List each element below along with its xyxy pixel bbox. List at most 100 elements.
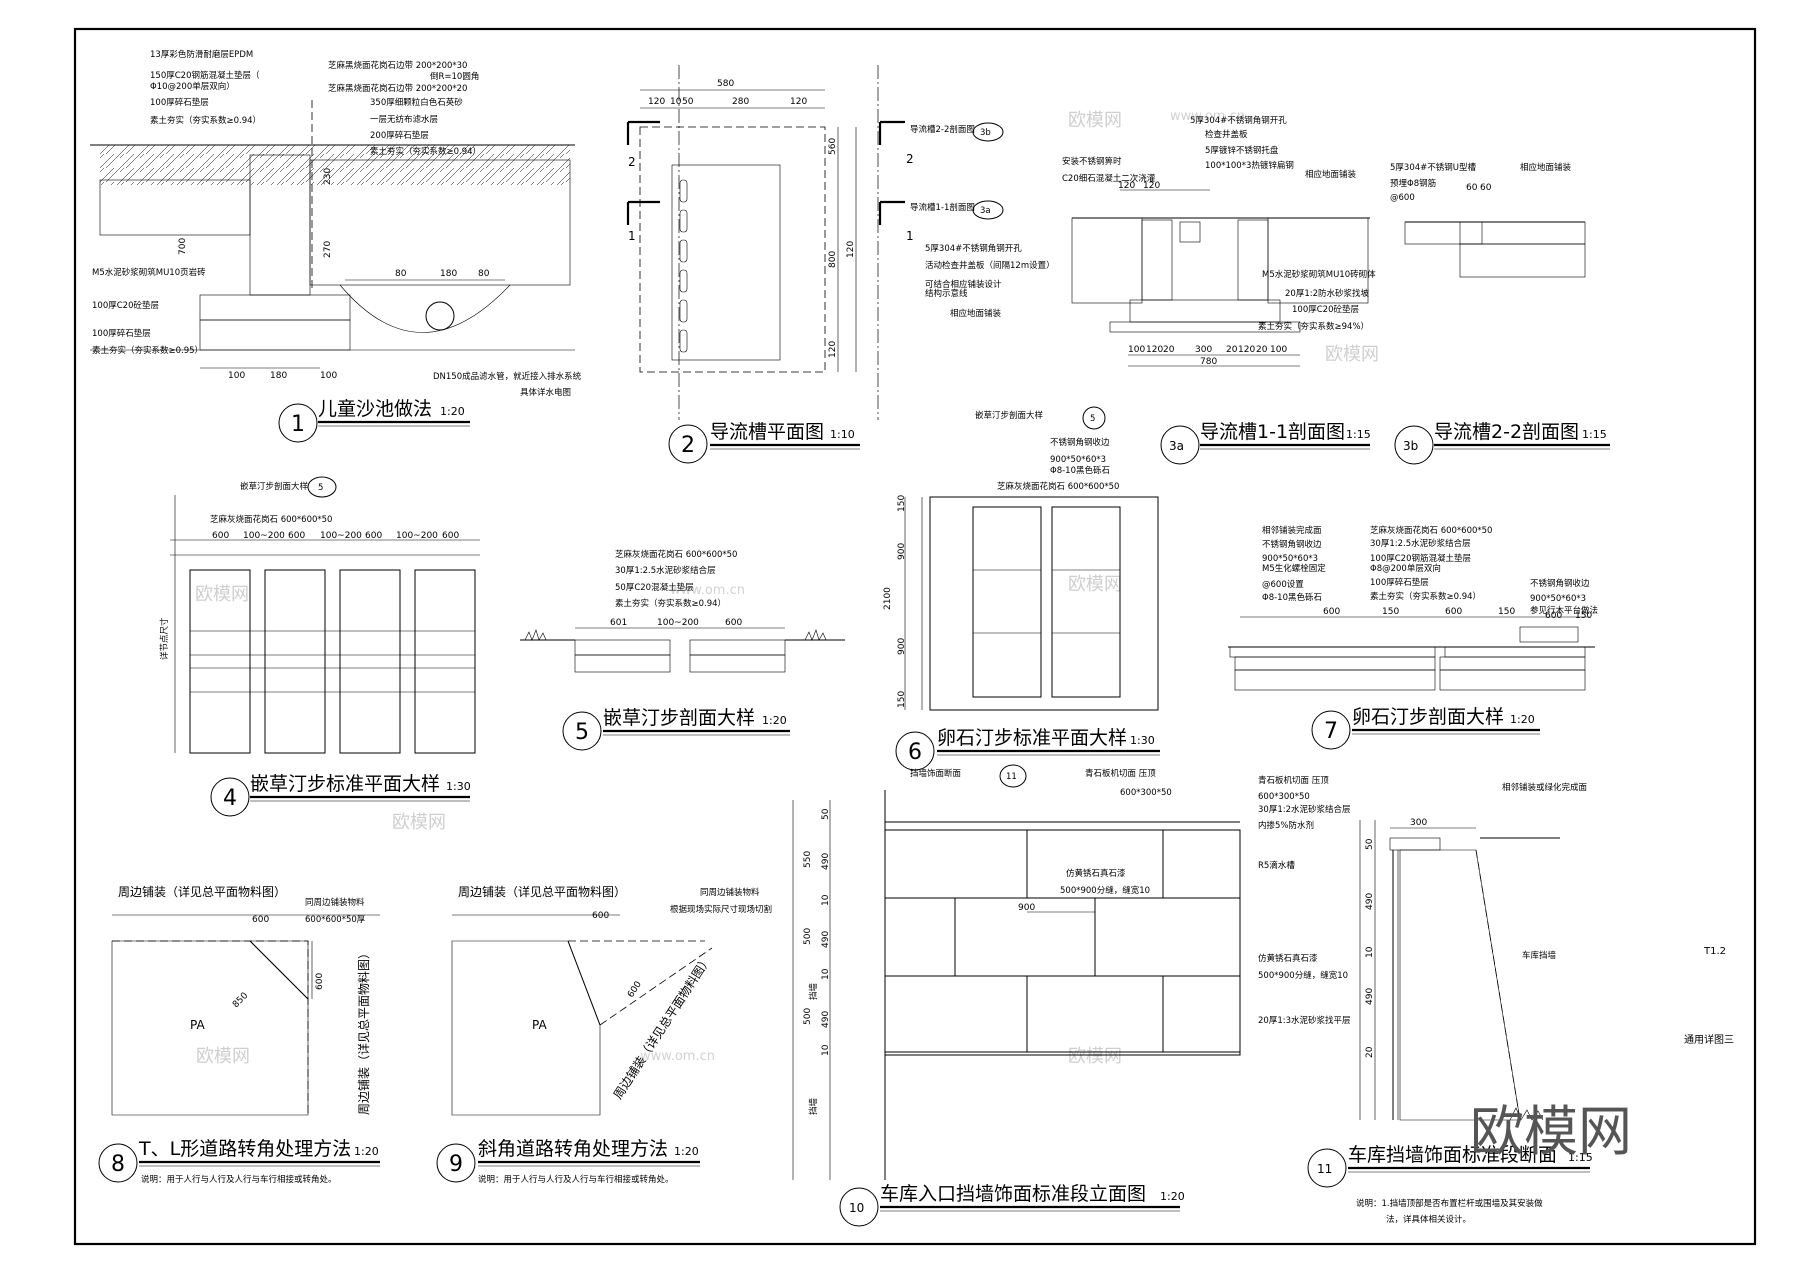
drawing-scale: 1:15 [1346,428,1371,441]
dimension: 120 [828,341,838,358]
drawing-1-sandpit: 13厚彩色防滑耐磨层EPDM 150厚C20钢筋混凝土垫层（ Φ10@200单层… [90,49,582,443]
annotation: Φ8-10黑色砾石 [1262,592,1322,603]
annotation: 周边铺装（详见总平面物料图） [458,884,626,899]
dimension: 120 [1143,181,1160,191]
dimension: 490 [1365,893,1375,910]
annotation: @600 [1390,193,1415,203]
drawing-6-title-block: 6 卵石汀步标准平面大样 1:30 [895,727,1160,771]
dimension: 600 [442,531,459,541]
dimension: 120 [790,97,807,107]
watermark-layer: 欧模网 www.om.cn 欧模网 欧模网 www.om.cn 欧模网 欧模网 … [195,109,1379,1067]
dimension: 601 [610,618,627,628]
drawing-scale: 1:10 [830,428,855,441]
annotation: 600*300*50 [1258,792,1310,802]
annotation: 可结合相应铺装设计 [925,279,1002,290]
drawing-title: 嵌草汀步标准平面大样 [250,773,440,795]
annotation: 芝麻灰烧面花岗石 600*600*50 [1370,525,1492,536]
watermark-url: www.om.cn [1170,109,1245,124]
drawing-title: 导流槽平面图 [710,421,824,443]
annotation: 20厚1:3水泥砂浆找平层 [1258,1015,1351,1026]
annotation: 周边铺装（详见总平面物料图） [118,884,286,899]
drawing-6-pebble-stepping-plan: 嵌草汀步剖面大样 5 不锈钢角钢收边 900*50*60*3 Φ8-10黑色砾石… [883,406,1160,771]
annotation: 内掺5%防水剂 [1258,820,1314,831]
dimension: 600 [212,531,229,541]
drawing-5-title-block: 5 嵌草汀步剖面大样 1:20 [562,707,790,751]
drawing-1-title-block: 1 儿童沙池做法 1:20 [278,398,470,443]
dimension: 50 [1365,838,1375,850]
dimension: 10 [821,894,831,906]
annotation: 500*900分缝，缝宽10 [1060,885,1150,896]
drawing-title: 车库入口挡墙饰面标准段立面图 [880,1183,1146,1205]
dimension: 20 [1365,1046,1375,1058]
annotation: 100厚C20砼垫层 [1292,304,1359,315]
drawing-title: T、L形道路转角处理方法 [138,1138,351,1160]
watermark-text: 欧模网 [1325,344,1379,365]
drawing-5-grass-stepping-section: 芝麻灰烧面花岗石 600*600*50 30厚1:2.5水泥砂浆结合层 50厚C… [520,549,845,751]
annotation: 5厚304#不锈钢U型槽 [1390,162,1476,173]
annotation: 同周边铺装物料 [700,887,760,898]
annotation: 检查井盖板 [1205,129,1248,140]
dimension: 100~200 [243,531,285,541]
dimension: 120 [1238,345,1255,355]
drawing-scale: 1:20 [674,1145,699,1158]
drawing-scale: 1:30 [1130,734,1155,747]
annotation: 具体详水电图 [520,387,571,398]
dimension: 100~200 [320,531,362,541]
drawing-number: 5 [575,720,589,745]
annotation: 导流槽2-2剖面图 [910,124,975,135]
drawing-4-title-block: 4 嵌草汀步标准平面大样 1:30 [210,773,471,817]
drawing-note: 法，详具体相关设计。 [1386,1214,1471,1225]
annotation: 素土夯实（夯实系数≥94%） [1258,321,1369,332]
drawing-10-title-block: 10 车库入口挡墙饰面标准段立面图 1:20 [839,1183,1185,1227]
dimension: 100 [1270,345,1287,355]
annotation: PA [532,1018,547,1032]
annotation: 仿黄锈石真石漆 [1258,953,1318,964]
drawing-7-pebble-stepping-section: 相邻铺装完成面 不锈钢角钢收边 900*50*60*3 M5生化螺栓固定 Φ8-… [1228,525,1598,750]
annotation: 青石板机切面 压顶 [1085,768,1156,779]
annotation: 结构示意线 [925,288,968,299]
dimension: 500 [803,1008,813,1025]
drawing-scale: 1:20 [1510,713,1535,726]
drawing-title: 卵石汀步剖面大样 [1352,706,1504,728]
drawing-title: 儿童沙池做法 [318,398,432,420]
annotation: 900*50*60*3 [1262,554,1318,564]
dimension: 10 [821,1044,831,1056]
annotation: 根据现场实际尺寸现场切割 [670,904,772,915]
annotation: 13厚彩色防滑耐磨层EPDM [150,49,253,60]
dimension: 100~200 [657,618,699,628]
annotation: 100厚碎石垫层 [92,328,151,339]
drawing-2-channel-plan: 2 2 1 1 导流槽2-2剖面图 3b 导流槽1-1剖面图 3a 5厚304#… [626,65,1055,464]
drawing-number: 10 [849,1201,864,1215]
annotation: 不锈钢角钢收边 [1262,539,1322,550]
annotation: C20细石混凝土二次浇灌 [1062,173,1156,184]
drawing-8-title-block: 8 T、L形道路转角处理方法 1:20 说明：用于人行与人行及人行与车行相接或转… [98,1138,380,1185]
annotation: 参见行木平台做法 [1530,605,1598,616]
dimension: 20 [1163,345,1175,355]
annotation: 200厚碎石垫层 [370,130,429,141]
drawing-scale: 1:20 [354,1145,379,1158]
dimension: 180 [440,269,457,279]
annotation: DN150成品滤水管，就近接入排水系统 [433,371,582,382]
drawing-7-title-block: 7 卵石汀步剖面大样 1:20 [1311,706,1540,750]
dimension: 490 [821,931,831,948]
dimension: 100 [228,371,245,381]
annotation: 150厚C20钢筋混凝土垫层（ [150,70,260,81]
annotation: 350厚细颗粒白色石英砂 [370,97,463,108]
annotation: 不锈钢角钢收边 [1530,578,1590,589]
annotation: 仿黄锈石真石漆 [1066,868,1126,879]
drawing-scale: 1:20 [440,405,465,418]
drawing-title: 卵石汀步标准平面大样 [937,727,1127,749]
dimension: 600 [1545,611,1562,621]
dimension: 20 [1256,345,1268,355]
dimension: 600 [1323,607,1340,617]
sheet-border [73,27,1757,1246]
drawing-2-title-block: 2 导流槽平面图 1:10 [668,421,860,464]
dimension: 600 [315,973,325,990]
drawing-number: 7 [1324,719,1338,744]
dimension: 60 [1480,183,1492,193]
annotation: 5厚304#不锈钢角钢开孔 [1190,115,1287,126]
annotation: M5生化螺栓固定 [1262,563,1326,574]
drawing-3a-title-block: 3a 导流槽1-1剖面图 1:15 [1160,421,1371,465]
section-mark: 2 [906,152,914,166]
dimension: 780 [1200,357,1217,367]
